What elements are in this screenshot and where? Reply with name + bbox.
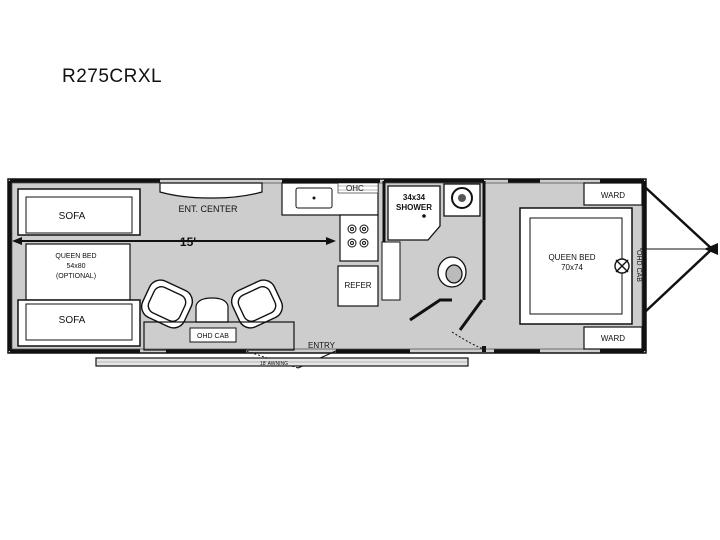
queen-bed-label-2: 70x74 xyxy=(561,263,583,272)
ohd-cab-bedroom-label: OHD CAB xyxy=(635,250,642,282)
ohc-label: OHC xyxy=(346,184,364,193)
sofa-top-label: SOFA xyxy=(59,211,86,222)
shower xyxy=(387,185,441,241)
refrigerator xyxy=(337,265,379,307)
sofa-bottom-label: SOFA xyxy=(59,315,86,326)
refer-label: REFER xyxy=(344,281,371,290)
hitch-tongue xyxy=(640,187,714,312)
optional-queen-bed xyxy=(25,243,131,301)
ohd-cab-lounge-label: OHD CAB xyxy=(197,333,229,340)
exterior-walls xyxy=(8,179,646,353)
bath-partition xyxy=(381,241,401,301)
recliner-left xyxy=(140,279,194,329)
burner-icons xyxy=(347,224,369,248)
dimension-label: 15' xyxy=(180,235,196,249)
queen-bed xyxy=(519,207,633,325)
shower-drain-icon xyxy=(422,214,426,218)
recliner-right xyxy=(230,279,284,329)
optional-bed-label-3: (OPTIONAL) xyxy=(56,273,96,280)
model-title: R275CRXL xyxy=(62,66,163,87)
shower-label-2: SHOWER xyxy=(396,203,432,212)
side-table xyxy=(195,297,229,323)
ward-top-label: WARD xyxy=(601,191,625,200)
wardrobe-top xyxy=(583,182,643,206)
ceiling-fan-icon xyxy=(614,258,630,274)
ent-center-label: ENT. CENTER xyxy=(178,204,238,214)
hitch-coupler xyxy=(704,243,718,255)
ward-bottom-label: WARD xyxy=(601,334,625,343)
toilet-icon xyxy=(437,256,467,288)
queen-bed-label-1: QUEEN BED xyxy=(548,253,595,262)
awning-label: 18' AWNING xyxy=(260,361,288,367)
ent-center xyxy=(159,182,263,199)
sofa-bottom xyxy=(17,299,141,347)
shower-label-1: 34x34 xyxy=(403,193,426,202)
ohd-cab-lounge xyxy=(189,327,237,343)
lounge-cabinet-shelf xyxy=(143,321,295,351)
wardrobe-bottom xyxy=(583,326,643,350)
optional-bed-label-1: QUEEN BED xyxy=(55,253,96,260)
entry-label: ENTRY xyxy=(308,341,336,350)
optional-bed-label-2: 54x80 xyxy=(66,263,85,270)
stovetop xyxy=(339,214,379,262)
ohc-cabinet xyxy=(337,182,379,194)
